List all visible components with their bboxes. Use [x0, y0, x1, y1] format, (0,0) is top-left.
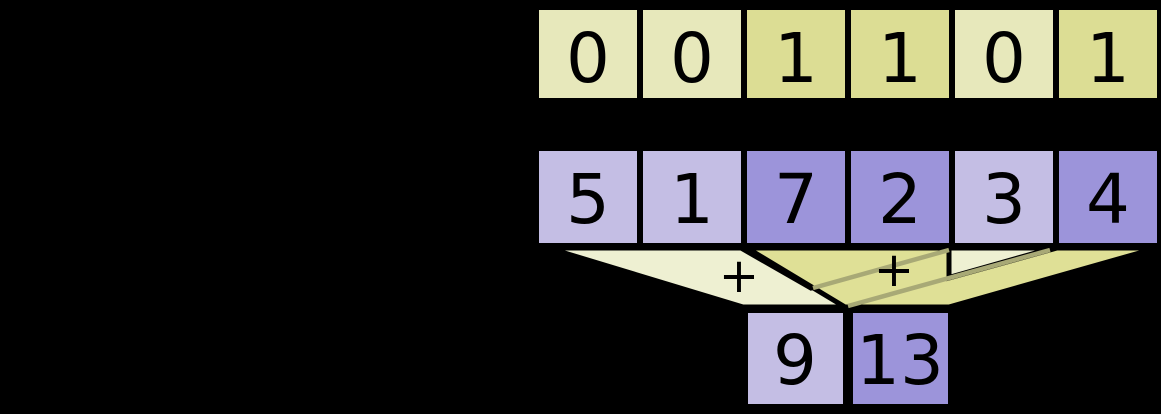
mask-cell-4 [847, 6, 953, 102]
mask-cell-label: 0 [566, 19, 610, 99]
mask-cell-label: 0 [982, 19, 1026, 99]
value-cell-4 [847, 147, 953, 247]
mask-cell-label: 1 [878, 19, 922, 99]
plus-icon: + [719, 248, 759, 304]
funnel-overlap-edge-left [812, 247, 950, 291]
value-cell-5 [951, 147, 1057, 247]
result-cell-sum-selected [849, 309, 952, 408]
result-cell-label: 9 [773, 321, 817, 401]
value-cell-label: 4 [1086, 160, 1130, 240]
mask-cell-5 [951, 6, 1057, 102]
mask-cell-2 [639, 6, 745, 102]
mask-cell-6 [1055, 6, 1161, 102]
mask-cell-3 [743, 6, 849, 102]
value-cell-label: 5 [566, 160, 610, 240]
mask-cell-label: 1 [1086, 19, 1130, 99]
value-cell-label: 1 [670, 160, 714, 240]
value-cell-3 [743, 147, 849, 247]
result-cell-label: 13 [856, 321, 944, 401]
value-cell-label: 2 [878, 160, 922, 240]
result-cell-sum-unselected [744, 309, 847, 408]
funnel-overlap-edge-right [847, 247, 1051, 309]
value-cell-label: 3 [982, 160, 1026, 240]
value-cell-label: 7 [774, 160, 818, 240]
mask-cell-label: 0 [670, 19, 714, 99]
value-cell-1 [535, 147, 641, 247]
values-row: 5 1 7 2 3 4 [535, 147, 1161, 247]
value-cell-6 [1055, 147, 1161, 247]
plus-icon: + [874, 242, 914, 298]
results-row: 9 13 [744, 309, 952, 408]
mask-cell-label: 1 [774, 19, 818, 99]
mask-row: 0 0 1 1 0 1 [535, 6, 1161, 102]
